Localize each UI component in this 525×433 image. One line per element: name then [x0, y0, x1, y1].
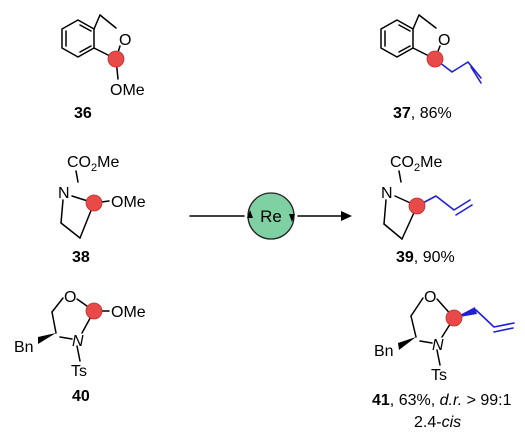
cycle-arrowhead-right — [289, 214, 295, 222]
atom-Bn: Bn — [14, 339, 34, 356]
bond — [93, 14, 101, 30]
bond — [419, 340, 433, 344]
compound-38: CO2Me N OMe 38 — [58, 154, 146, 266]
reactive-center-dot — [85, 302, 103, 320]
wedge-bond — [38, 333, 56, 344]
catalyst-cycle: Re — [247, 192, 295, 240]
wedge-bond — [398, 337, 416, 350]
bond — [412, 14, 420, 30]
compound-37-label: 37, 86% — [393, 105, 452, 122]
bond — [418, 14, 437, 29]
atom-N: N — [381, 185, 393, 202]
compound-37: O 37, 86% — [380, 14, 482, 122]
allyl-chain — [434, 58, 482, 79]
aromatic-double-bond — [398, 24, 411, 32]
compound-36: O OMe 36 — [61, 14, 145, 122]
reactive-center-dot — [408, 197, 426, 215]
bond — [410, 297, 424, 317]
aromatic-double-bond — [398, 45, 411, 53]
bond — [60, 222, 81, 239]
bond — [383, 199, 387, 225]
bond — [99, 14, 117, 29]
atom-O: O — [119, 32, 131, 49]
benzene-ring — [380, 19, 414, 58]
compound-39: CO2Me N 39, 90% — [381, 154, 473, 266]
stereo-label: 2.4-cis — [414, 414, 461, 431]
compound-41-label: 41, 63%, d.r. > 99:1 — [372, 392, 512, 409]
allyl-double-bond — [455, 204, 473, 216]
benzene-ring — [61, 19, 95, 58]
bond — [436, 349, 441, 366]
atom-N: N — [432, 337, 444, 354]
cycle-arrowhead-left — [247, 210, 253, 218]
atom-O: O — [438, 32, 450, 49]
compound-label: 38 — [72, 249, 90, 266]
atom-OMe: OMe — [110, 82, 145, 99]
reactive-center-dot — [445, 309, 463, 327]
bond — [410, 315, 417, 338]
atom-Ts: Ts — [71, 363, 87, 380]
reactive-center-dot — [85, 194, 103, 212]
bond — [398, 170, 402, 183]
compound-label: 36 — [74, 105, 92, 122]
compound-40: O OMe Bn N Ts 40 — [14, 289, 146, 405]
bond — [76, 345, 81, 362]
allyl-double-bond — [470, 66, 482, 84]
reaction-arrow — [189, 211, 352, 221]
atom-Ts: Ts — [431, 367, 447, 384]
arrowhead — [341, 211, 352, 221]
atom-O: O — [64, 289, 76, 306]
reactive-center-dot — [426, 50, 444, 68]
atom-CO2Me: CO2Me — [67, 154, 119, 174]
atom-Bn: Bn — [374, 343, 394, 360]
atom-OMe: OMe — [111, 194, 146, 211]
catalyst-label: Re — [260, 207, 282, 226]
bond — [75, 170, 79, 183]
bond — [51, 311, 57, 334]
bond — [51, 297, 64, 313]
allyl-double-bond — [493, 327, 514, 333]
bond — [383, 223, 403, 240]
atom-N: N — [72, 333, 84, 350]
bond — [60, 199, 64, 224]
compound-39-label: 39, 90% — [396, 249, 455, 266]
allyl-chain — [475, 309, 515, 328]
bond — [59, 336, 73, 340]
aromatic-double-bond — [79, 24, 92, 32]
compound-label: 40 — [72, 388, 90, 405]
compound-41: O Bn N Ts 41, 63%, d.r. > 99:1 2.4-cis — [372, 289, 515, 431]
atom-CO2Me: CO2Me — [390, 154, 442, 174]
atom-N: N — [58, 185, 70, 202]
allyl-chain — [416, 195, 471, 211]
reactive-center-dot — [107, 50, 125, 68]
aromatic-double-bond — [79, 45, 92, 53]
atom-OMe: OMe — [111, 304, 146, 321]
atom-O: O — [424, 289, 436, 306]
